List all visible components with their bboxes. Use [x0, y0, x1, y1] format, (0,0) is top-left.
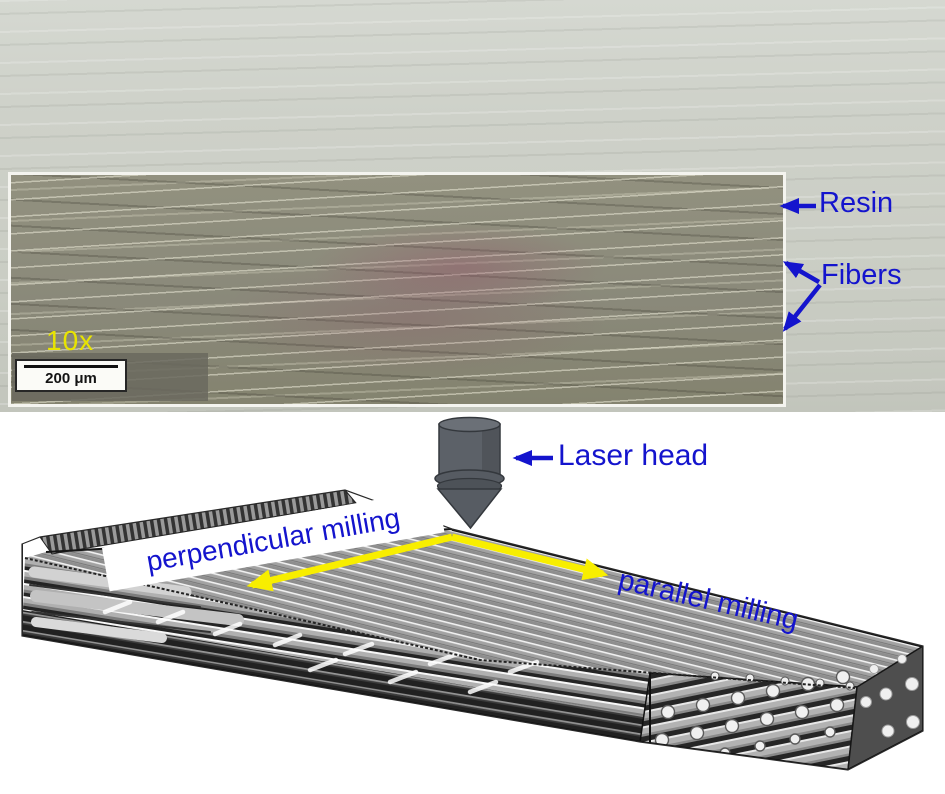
fibers-arrow-lower [782, 283, 822, 332]
annotation-arrows [512, 197, 822, 467]
scale-bar-label: 200 μm [45, 370, 97, 387]
top-edge-fiber-dots [710, 671, 855, 691]
perpendicular-milling-arrow [246, 533, 453, 592]
block-top-face [25, 529, 923, 688]
milling-direction-arrows [246, 533, 609, 592]
parallel-milling-arrow [451, 533, 609, 581]
front-face-highlights [102, 599, 540, 695]
block-outline [21, 489, 924, 771]
fibers-label: Fibers [821, 259, 902, 291]
fibers-arrow-upper [782, 261, 821, 284]
micrograph-inset: 200 μm 10x [8, 172, 786, 407]
magnification-label: 10x [46, 325, 95, 356]
laser-head-label: Laser head [558, 439, 709, 472]
resin-label: Resin [819, 187, 894, 219]
scale-bar-line [24, 365, 118, 368]
scale-bar-box: 200 μm [15, 359, 127, 392]
cut-face-fiber-circles [654, 669, 851, 766]
block-bottom-band [22, 610, 650, 743]
laser-head-icon [434, 416, 505, 530]
